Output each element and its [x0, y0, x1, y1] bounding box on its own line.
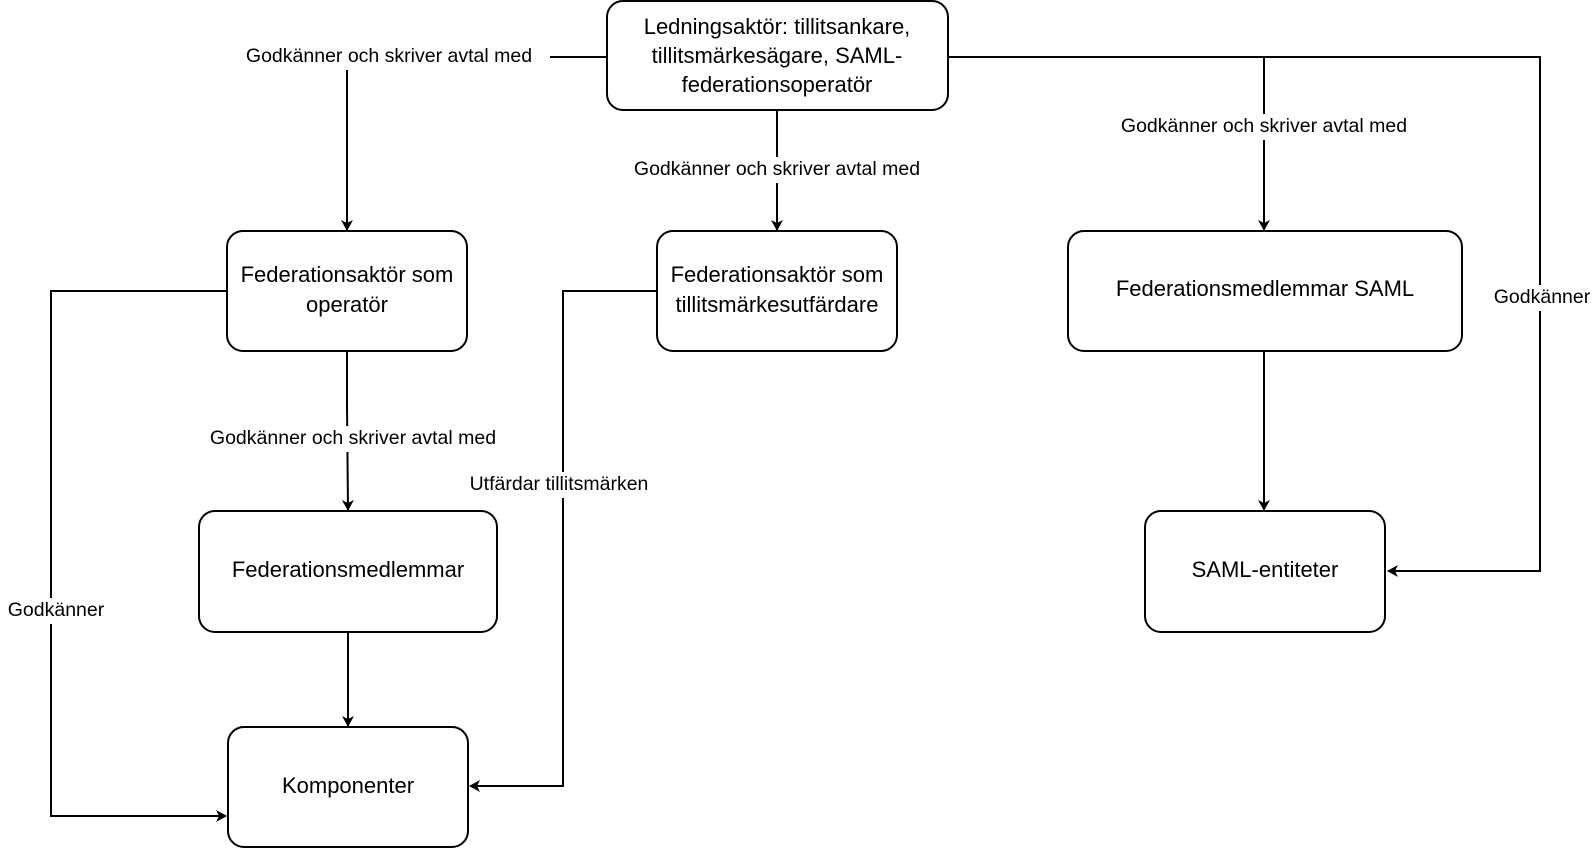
edge-utfardare-to-komponenter: Utfärdar tillitsmärken	[456, 290, 662, 792]
node-label-line: Ledningsaktör: tillitsankare,	[644, 14, 911, 39]
node-komponenter: Komponenter	[227, 726, 469, 848]
node-label-line: tillitsmärkesutfärdare	[676, 292, 879, 317]
edge-ledning-to-utfardare: Godkänner och skriver avtal med	[610, 110, 944, 231]
node-label-line: Federationsmedlemmar SAML	[1116, 276, 1414, 301]
node-label-line: tillitsmärkesägare, SAML-	[652, 43, 903, 68]
edge-label: Godkänner och skriver avtal med	[210, 427, 496, 449]
edge-label: Godkänner och skriver avtal med	[246, 45, 532, 67]
node-label-line: Komponenter	[282, 773, 414, 798]
edge-ledning-to-saml-members: Godkänner och skriver avtal med	[948, 56, 1428, 231]
edge-operator-to-members: Godkänner och skriver avtal med	[190, 351, 518, 511]
edge-ledning-to-operator: Godkänner och skriver avtal med	[228, 44, 606, 231]
node-saml-entiteter: SAML-entiteter	[1144, 510, 1386, 633]
edge-label: Godkänner	[8, 599, 105, 621]
edge-label: Utfärdar tillitsmärken	[470, 473, 649, 495]
node-federationsmedlemmar: Federationsmedlemmar	[198, 510, 498, 633]
node-federationsaktor-utfardare: Federationsaktör som tillitsmärkesutfärd…	[656, 230, 898, 352]
edge-label: Godkänner	[1494, 286, 1591, 308]
node-federationsaktor-operator: Federationsaktör som operatör	[226, 230, 468, 352]
node-label-line: Federationsaktör som	[671, 262, 884, 287]
node-label-line: operatör	[306, 292, 388, 317]
node-label-line: federationsoperatör	[682, 72, 873, 97]
edge-label: Godkänner och skriver avtal med	[1121, 115, 1407, 137]
node-label-line: Federationsmedlemmar	[232, 557, 464, 582]
node-federationsmedlemmar-saml: Federationsmedlemmar SAML	[1067, 230, 1463, 352]
node-ledningsaktor: Ledningsaktör: tillitsankare, tillitsmär…	[606, 0, 949, 111]
edge-label: Godkänner och skriver avtal med	[634, 158, 920, 180]
edge-ledning-to-saml-entities: Godkänner	[1264, 56, 1594, 577]
edge-operator-to-komponenter: Godkänner	[0, 290, 227, 822]
node-label-line: Federationsaktör som	[241, 262, 454, 287]
node-label-line: SAML-entiteter	[1192, 557, 1339, 582]
